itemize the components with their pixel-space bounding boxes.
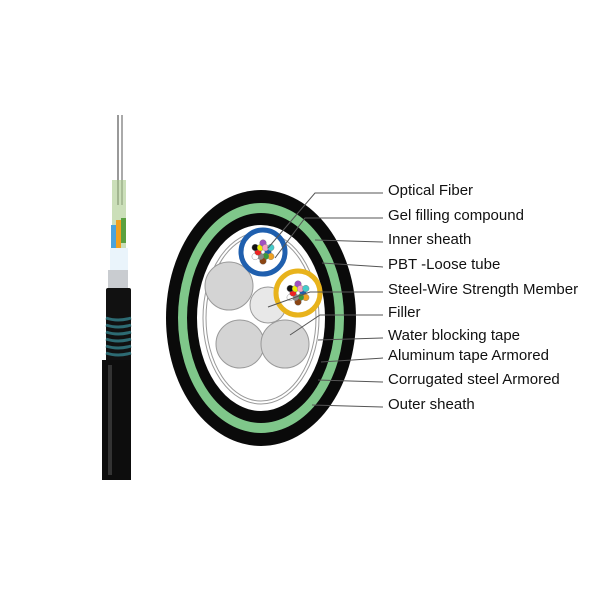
cable-side-view: [102, 115, 132, 480]
label-water-blocking-tape: Water blocking tape: [388, 327, 521, 344]
label-pbt-loose-tube: PBT -Loose tube: [388, 256, 501, 273]
label-inner-sheath: Inner sheath: [388, 231, 472, 248]
cable-cross-section: [166, 190, 356, 446]
optical-fiber: [302, 285, 310, 293]
leader-lines: [267, 192, 384, 408]
label-corrugated-steel-armored: Corrugated steel Armored: [388, 371, 560, 388]
label-optical-fiber: Optical Fiber: [388, 182, 474, 199]
label-filler: Filler: [388, 304, 421, 321]
label-aluminum-tape-armored: Aluminum tape Armored: [388, 347, 549, 364]
label-gel-filling-compound: Gel filling compound: [388, 207, 524, 224]
label-outer-sheath: Outer sheath: [388, 396, 475, 413]
label-steel-wire-strength-member: Steel-Wire Strength Member: [388, 281, 579, 298]
